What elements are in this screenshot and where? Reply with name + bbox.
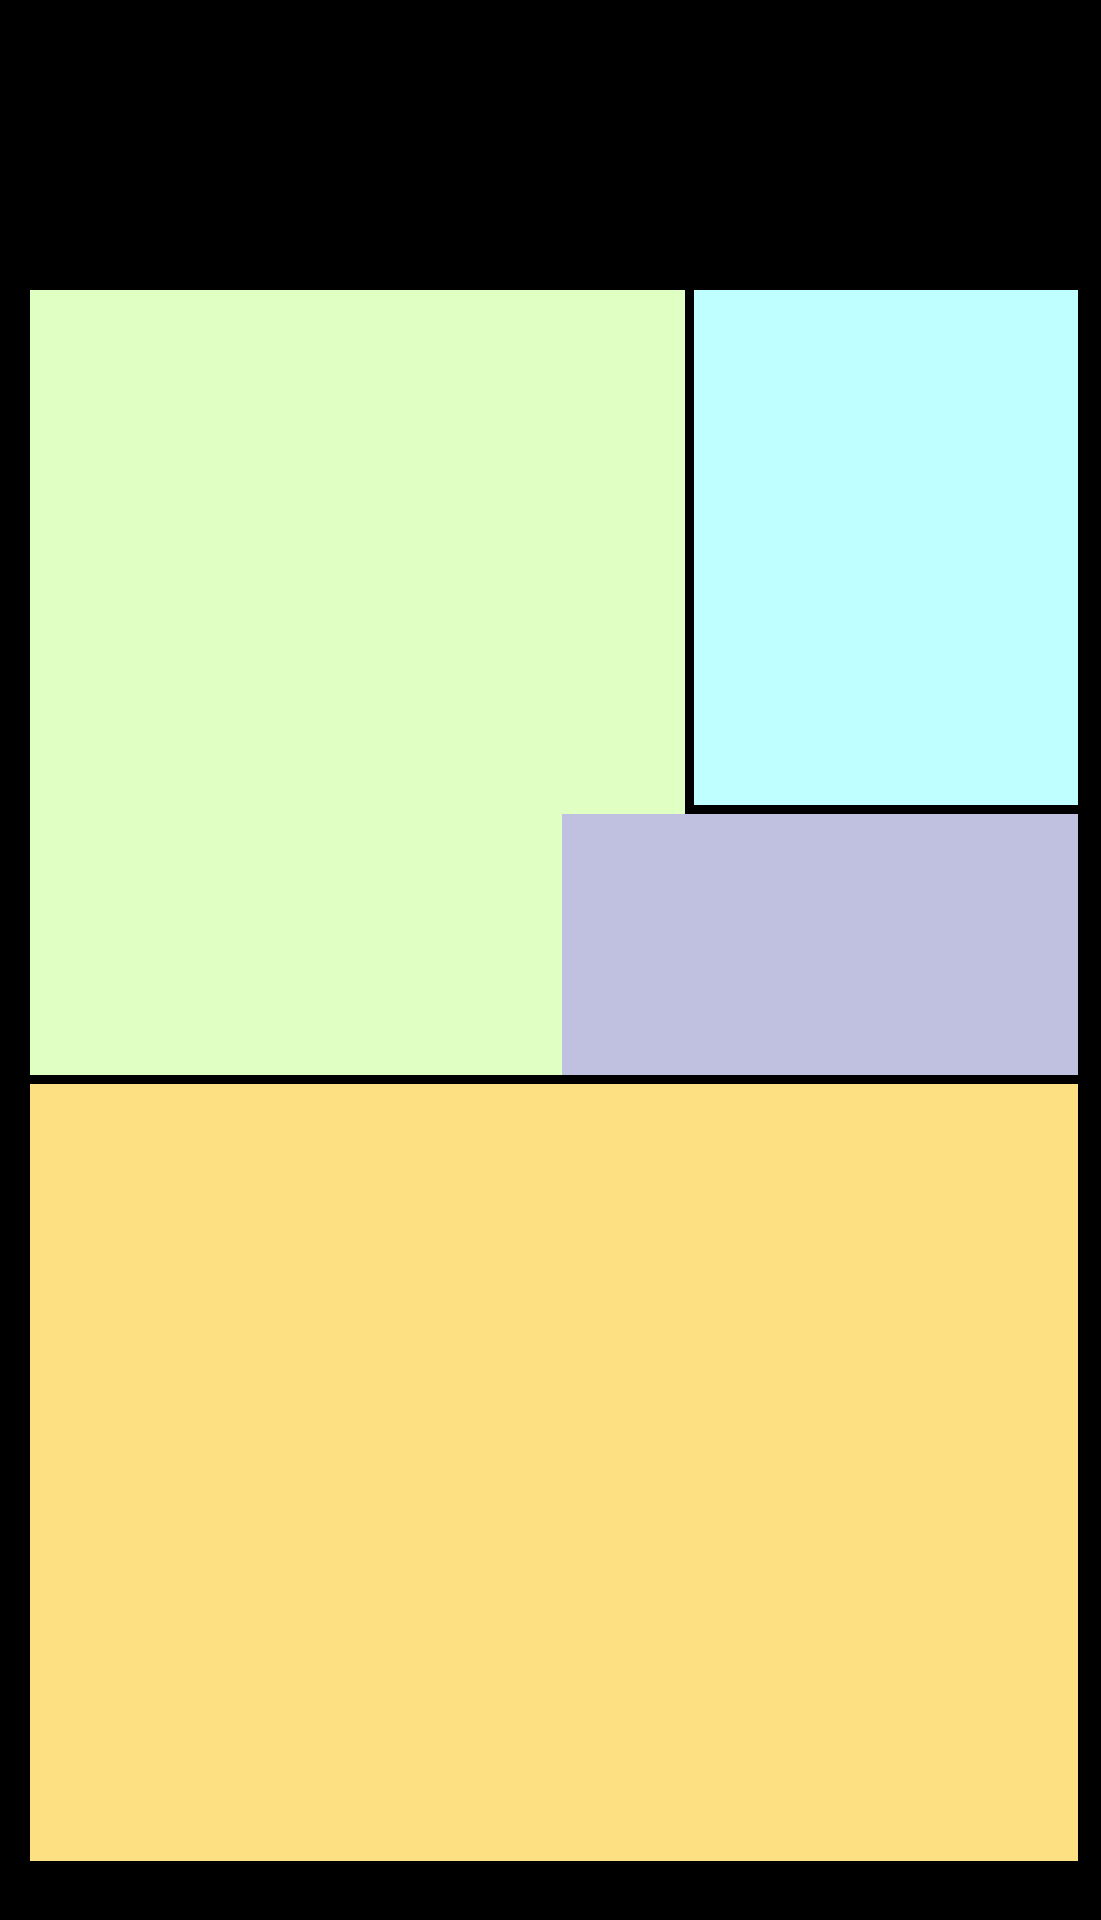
panel-cyan[interactable] bbox=[694, 290, 1078, 805]
bottom-black-bar bbox=[0, 1861, 1101, 1920]
panel-yellow[interactable] bbox=[30, 1084, 1078, 1861]
top-black-bar bbox=[0, 0, 1101, 290]
panel-purple[interactable] bbox=[562, 814, 1078, 1075]
